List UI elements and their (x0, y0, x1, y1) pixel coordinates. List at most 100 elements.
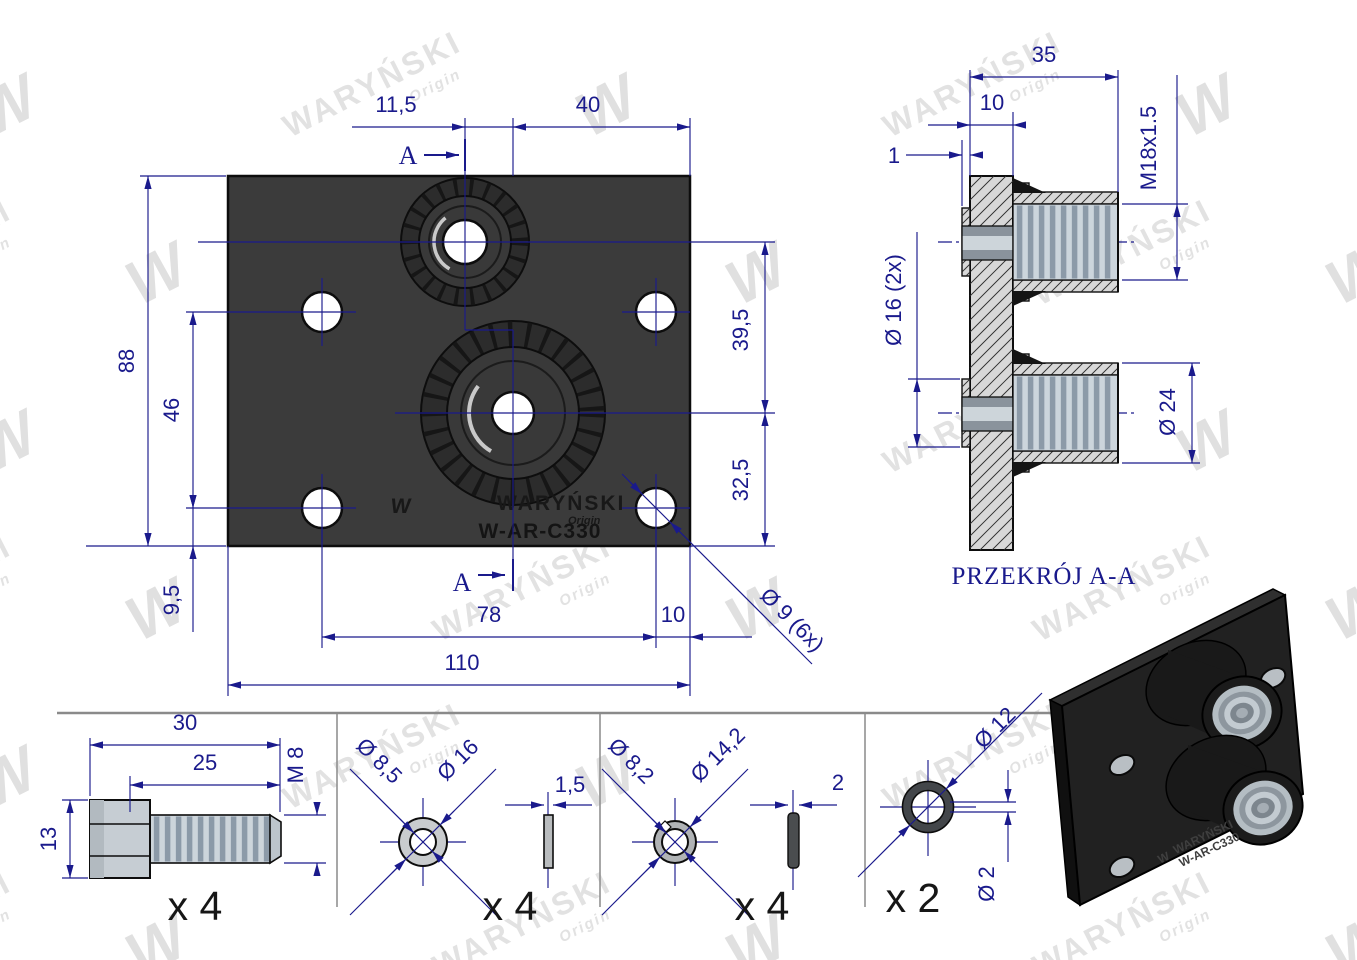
arrowhead (313, 802, 321, 815)
arrowhead (761, 400, 769, 413)
hatch-line (1110, 455, 1119, 464)
hatch-line (969, 432, 1014, 477)
dim-boss-od: Ø 24 (1155, 388, 1180, 436)
hatch-line (969, 456, 1014, 501)
arrowhead (677, 681, 690, 689)
hatch-line (969, 480, 1014, 525)
watermark: W (0, 396, 52, 486)
section-dimensions: 35 10 1 M18x1.5 Ø 16 (2x) (881, 42, 1200, 464)
hatch-line (1012, 279, 1024, 291)
arrowhead (394, 859, 406, 871)
hatch-line (1040, 279, 1054, 293)
hatch-line (969, 180, 1014, 225)
spring-washer-side (787, 812, 800, 869)
watermark: W (115, 228, 202, 318)
hatch-line (1030, 362, 1044, 376)
arrowhead (761, 242, 769, 255)
cut-label-bottom: A (453, 568, 472, 597)
hatch-line (1012, 191, 1024, 203)
threaded-bores (1012, 192, 1119, 463)
iso-hole (1108, 753, 1136, 777)
arrowhead (1105, 73, 1118, 81)
plate-emboss: W WARYŃSKI Origin W-AR-C330 (389, 492, 625, 543)
hatch-line (969, 312, 1014, 357)
o-ring-body (902, 781, 954, 833)
hatch-line (1070, 279, 1084, 293)
arrowhead (648, 857, 660, 869)
arrowhead (684, 851, 696, 863)
hatch-line (1110, 284, 1119, 293)
watermark: W (1315, 564, 1357, 654)
weld-fillets (1013, 178, 1046, 477)
arrowhead (949, 151, 962, 159)
dim-bolt-thread-len: 25 (193, 750, 217, 775)
bolt-tip (269, 813, 282, 865)
hatch-line (969, 444, 1014, 489)
arrowhead (452, 123, 465, 131)
washer-qty: x 4 (483, 883, 538, 929)
arrowhead (799, 801, 812, 809)
arrowhead (432, 851, 444, 863)
arrowhead (189, 312, 197, 325)
watermark-logo: W (0, 60, 52, 150)
dim-row-gap: 46 (159, 398, 184, 422)
arrowhead (970, 151, 983, 159)
hatch-line (965, 271, 971, 277)
arrowhead (898, 825, 910, 837)
hatch-line (1050, 191, 1064, 205)
section-view: 35 10 1 M18x1.5 Ø 16 (2x) (881, 42, 1200, 590)
arrowhead (440, 813, 452, 825)
hatch-line (1030, 279, 1044, 293)
arrowhead (267, 741, 280, 749)
arrowhead (513, 123, 526, 131)
iso-view: W WARYŃSKI W-AR-C330 (1048, 588, 1305, 907)
arrowhead (553, 801, 566, 809)
hatch-line (961, 378, 971, 388)
dim-edge: 10 (661, 602, 685, 627)
part-o-ring: Ø 12 Ø 2 x 2 (857, 692, 1043, 921)
watermark-logo: W (115, 228, 202, 318)
watermark: W (0, 60, 52, 150)
hatch-line (1080, 191, 1094, 205)
hatch-line (1080, 362, 1094, 376)
hatch-line (969, 504, 1014, 549)
hatch-line (965, 442, 971, 448)
arrowhead (267, 781, 280, 789)
hatch-line (969, 492, 1014, 537)
arrowhead (1173, 267, 1181, 280)
hatch-line (1090, 279, 1104, 293)
arrowhead (913, 379, 921, 392)
hatch-line (1040, 191, 1054, 205)
hatch-line (969, 300, 1014, 345)
arrowhead (1173, 204, 1181, 217)
hatch-line (1090, 450, 1104, 464)
plate-brand: WARYŃSKI (497, 492, 625, 515)
cut-label-top: A (399, 141, 418, 170)
watermark-logo: W (0, 396, 52, 486)
hatch-line (1050, 450, 1064, 464)
watermark-logo: W (1165, 60, 1252, 150)
hatch-line (979, 516, 1014, 551)
o-ring-leaders: Ø 12 Ø 2 (857, 692, 1043, 902)
arrowhead (690, 815, 702, 827)
arrowhead (970, 73, 983, 81)
hatch-line (969, 288, 1014, 333)
arrowhead (761, 413, 769, 426)
dim-washer-thk: 1,5 (555, 772, 586, 797)
watermark-logo: W (1315, 228, 1357, 318)
arrowhead (670, 522, 682, 534)
watermark-sub: Origin (0, 234, 14, 275)
arrowhead (228, 681, 241, 689)
arrowhead (322, 633, 335, 641)
plate-brand-sub: Origin (568, 515, 601, 527)
arrowhead (144, 533, 152, 546)
hatch-line (1003, 540, 1014, 551)
hatch-line (961, 386, 971, 396)
hatch-line (1030, 450, 1044, 464)
arrowhead (761, 533, 769, 546)
spring-washer-qty: x 4 (735, 883, 790, 929)
hatch-line (1070, 191, 1084, 205)
